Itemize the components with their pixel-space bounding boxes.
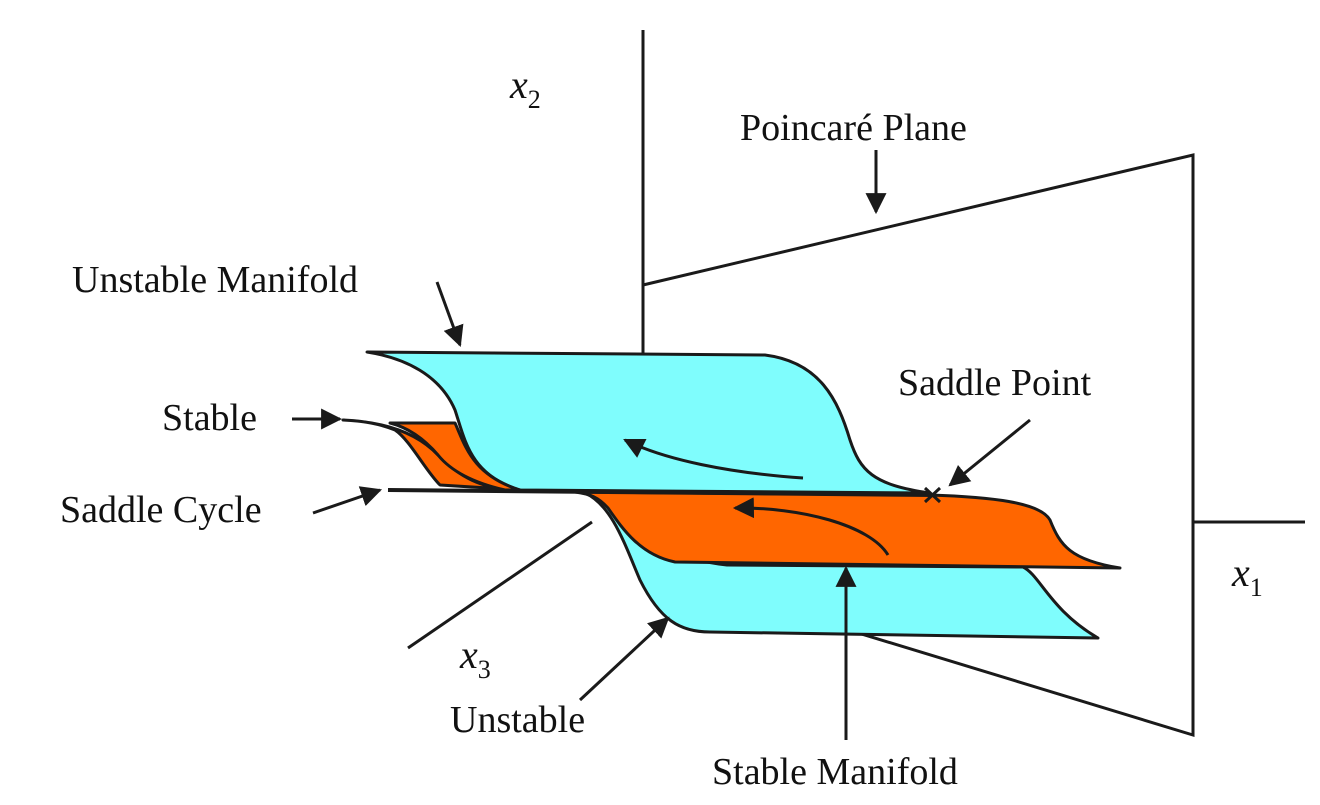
poincare-plane-outline bbox=[642, 153, 1195, 738]
unstable-pointer bbox=[578, 616, 670, 702]
saddle-point-marker bbox=[923, 486, 942, 504]
saddle-point-pointer bbox=[948, 418, 1031, 487]
saddle-point-label: Saddle Point bbox=[898, 362, 1092, 404]
saddle-cycle-line bbox=[387, 488, 936, 497]
stable-manifold-right-sheet bbox=[573, 490, 1122, 570]
unstable-flow-arrow bbox=[623, 438, 804, 480]
saddle-cycle-label: Saddle Cycle bbox=[60, 489, 262, 531]
stable-label: Stable bbox=[162, 397, 257, 439]
saddle-cycle-pointer bbox=[312, 486, 382, 515]
x2-axis-label: x2 bbox=[509, 62, 541, 114]
stable-manifold-left-fill bbox=[388, 421, 522, 492]
stable-flow-arrow bbox=[732, 497, 890, 556]
x1-axis-label: x1 bbox=[1231, 550, 1263, 602]
unstable-label: Unstable bbox=[450, 699, 585, 741]
x3-axis bbox=[407, 520, 593, 650]
unstable-manifold-pointer bbox=[435, 281, 464, 347]
x3-axis-label: x3 bbox=[459, 632, 491, 684]
poincare-plane-label: Poincaré Plane bbox=[740, 107, 967, 149]
stable-manifold-label: Stable Manifold bbox=[712, 751, 958, 793]
unstable-manifold-label: Unstable Manifold bbox=[72, 259, 358, 301]
